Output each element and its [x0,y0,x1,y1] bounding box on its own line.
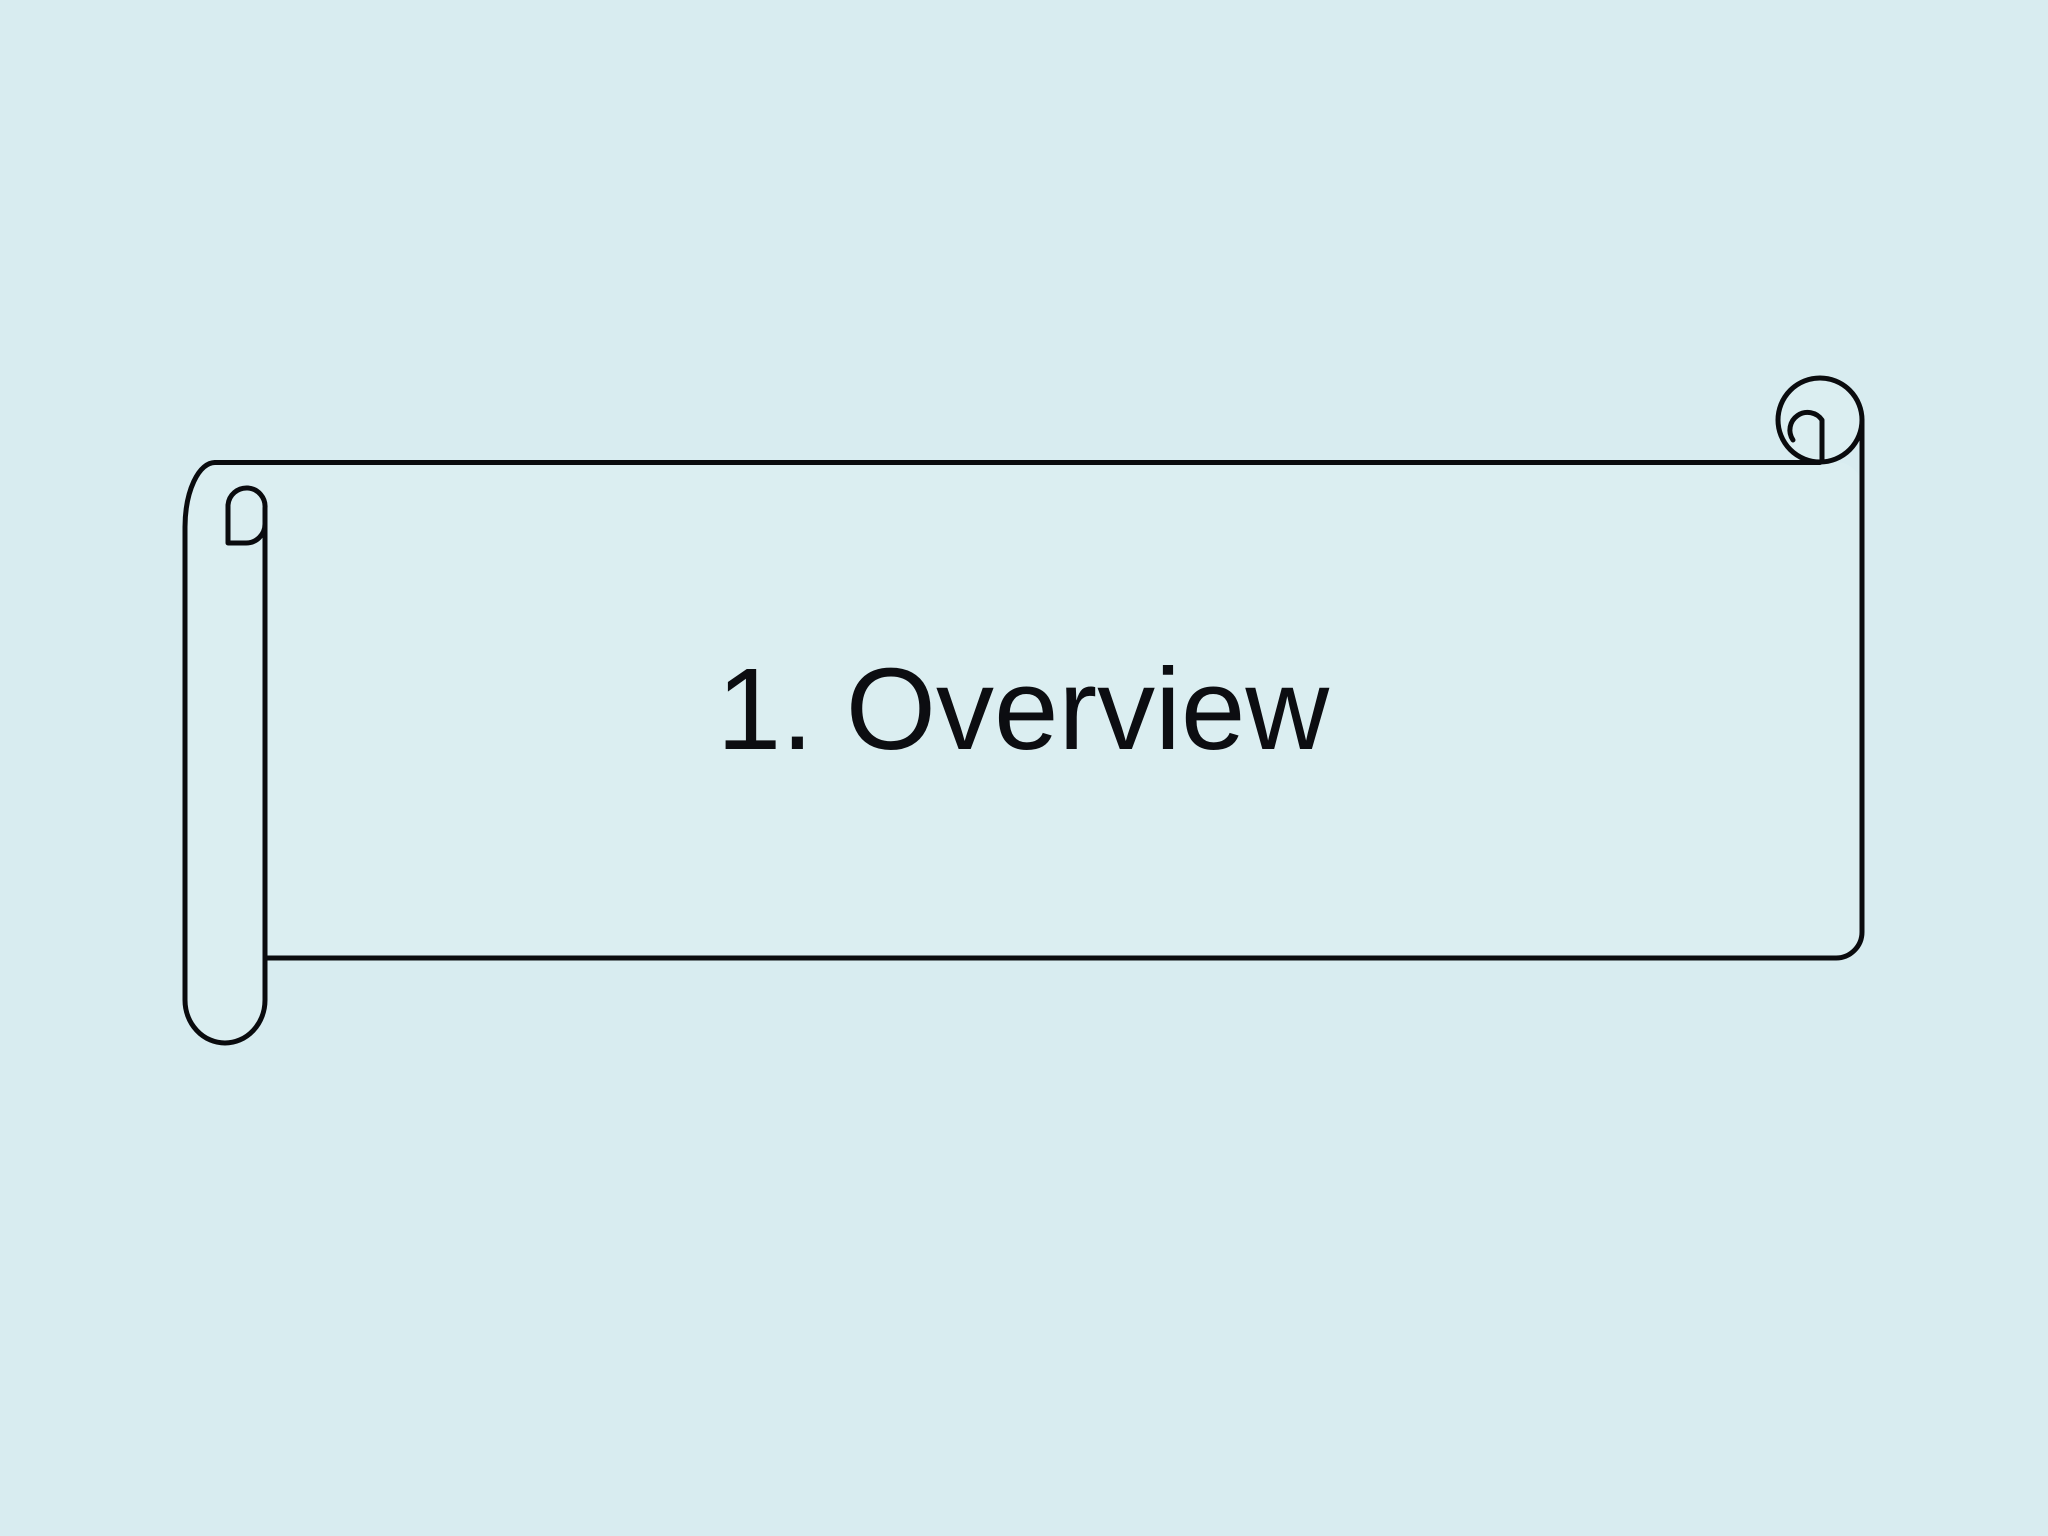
scroll-banner-fill [185,378,1862,1043]
scroll-left-curl-icon [225,485,268,546]
scroll-banner-outline [182,375,1865,1046]
scroll-right-curl-hook [1787,409,1825,464]
scroll-body-edge [262,417,1865,961]
scroll-left-roll [182,460,268,1046]
